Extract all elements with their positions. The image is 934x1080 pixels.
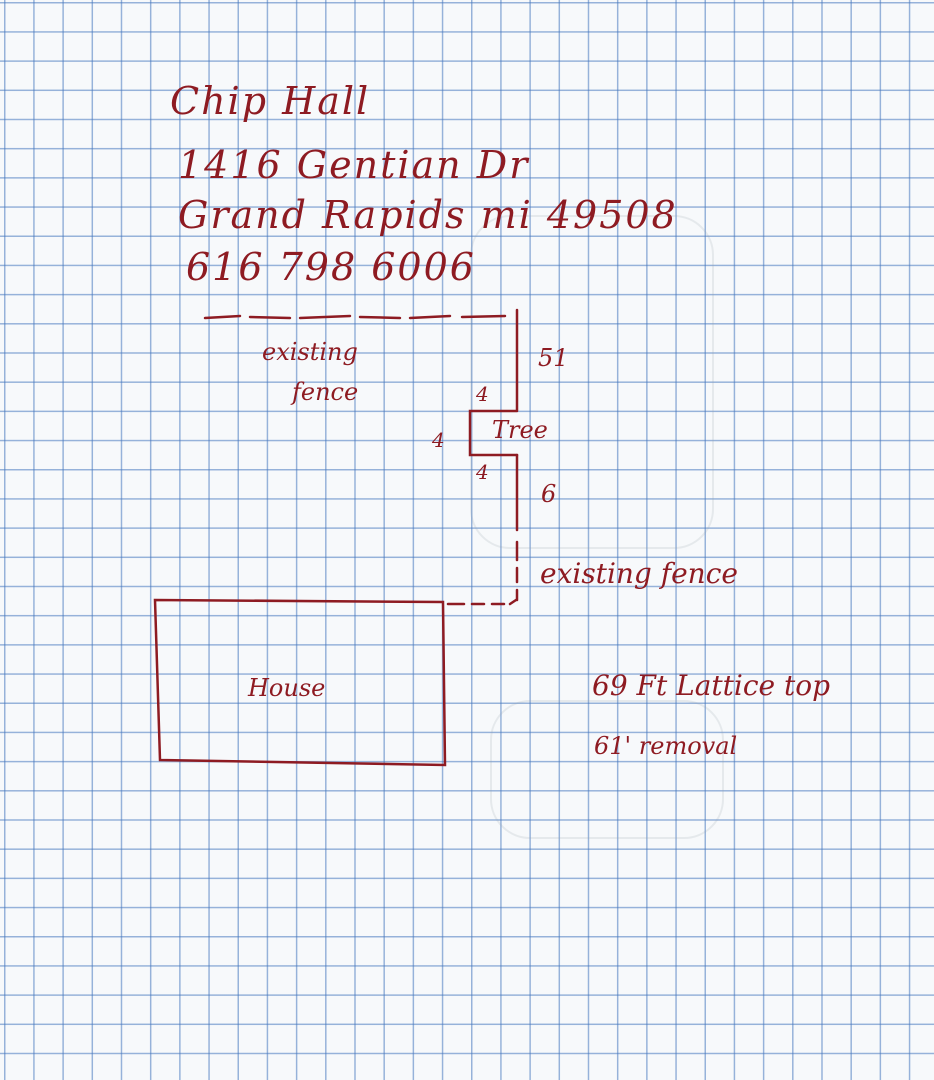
customer-city: Grand Rapids mi 49508 [178,193,678,237]
see-through-mark [470,215,714,549]
customer-phone: 616 798 6006 [186,245,476,289]
dimension-4-left: 4 [432,428,445,452]
existing-fence-top-line [203,314,507,320]
removal-note: 61' removal [594,732,738,760]
house-outline [153,598,447,767]
existing-fence-label-right: existing fence [540,557,738,590]
customer-name: Chip Hall [170,79,371,123]
existing-fence-label-top: existing [262,338,358,366]
dimension-4-bottom: 4 [476,460,489,484]
dimension-4-top: 4 [476,382,489,406]
existing-fence-house-connector [446,598,518,606]
tree-label: Tree [492,416,548,444]
house-label: House [248,674,326,702]
tree-notch-outline [468,409,519,457]
see-through-mark [490,700,724,839]
customer-street: 1416 Gentian Dr [178,143,530,187]
dimension-6: 6 [541,480,557,508]
existing-fence-label-top-2: fence [292,378,359,406]
lattice-note: 69 Ft Lattice top [592,669,831,702]
dimension-51: 51 [538,344,569,372]
